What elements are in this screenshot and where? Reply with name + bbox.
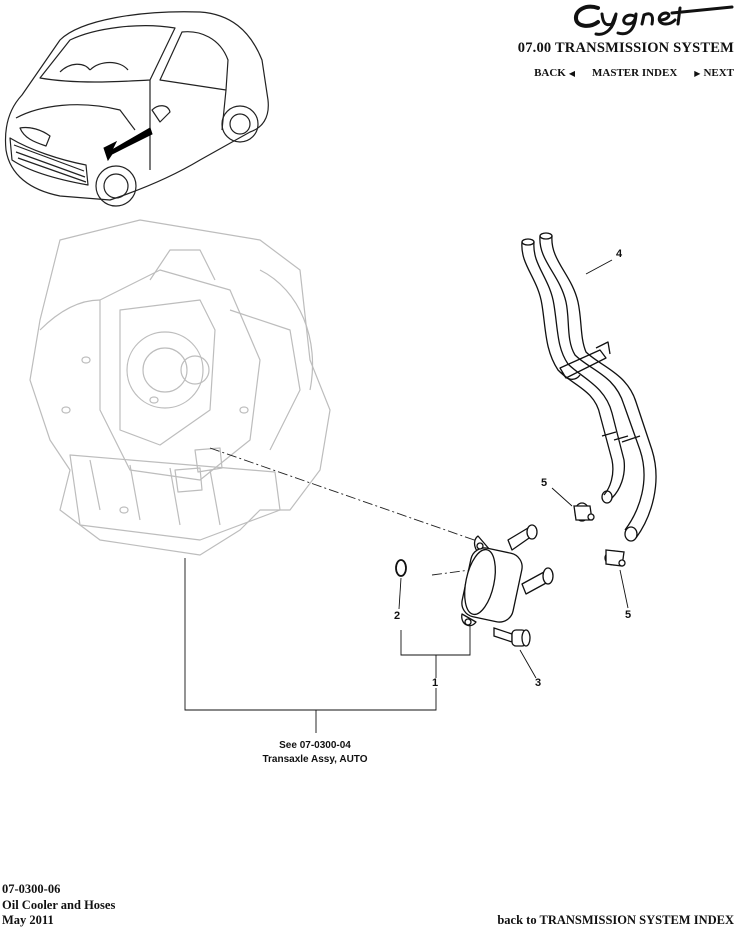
bolt-illustration	[493, 627, 531, 647]
cygnet-logo	[573, 4, 734, 36]
triangle-right-icon: ▶	[694, 69, 701, 78]
oil-cooler-parts-diagram	[29, 219, 657, 733]
callout-5-upper: 5	[541, 477, 548, 489]
reference-line-2: Transaxle Assy, AUTO	[262, 754, 368, 765]
callout-5-lower: 5	[625, 609, 632, 621]
callout-2: 2	[394, 610, 401, 622]
oil-cooler-illustration	[461, 524, 554, 627]
back-label: BACK	[534, 67, 566, 79]
o-ring-illustration	[395, 559, 407, 577]
next-label: NEXT	[703, 67, 734, 79]
master-index-label: MASTER INDEX	[592, 67, 678, 79]
callout-4: 4	[616, 248, 623, 260]
document-date: May 2011	[2, 913, 54, 927]
document-code: 07-0300-06	[2, 882, 61, 896]
document-title: Oil Cooler and Hoses	[2, 897, 116, 912]
oil-cooler-hoses-illustration	[521, 232, 657, 542]
master-index-link[interactable]: MASTER INDEX	[592, 67, 677, 79]
triangle-left-icon: ◀	[568, 69, 576, 78]
navigation-bar: BACK ◀ MASTER INDEX ▶ NEXT	[534, 67, 734, 79]
document-info: 07-0300-06 Oil Cooler and Hoses May 2011	[2, 882, 115, 929]
callout-3: 3	[535, 677, 542, 689]
transaxle-reference-note[interactable]: See 07-0300-04 Transaxle Assy, AUTO	[230, 739, 400, 767]
callout-1: 1	[432, 677, 439, 689]
locator-arrow-icon	[103, 127, 153, 162]
car-locator-illustration	[4, 11, 269, 207]
back-link[interactable]: BACK ◀	[534, 67, 578, 79]
reference-line-1: See 07-0300-04	[279, 740, 351, 751]
transaxle-assembly-illustration	[29, 219, 331, 556]
hose-clip-illustration	[573, 502, 626, 567]
back-to-index-link[interactable]: back to TRANSMISSION SYSTEM INDEX	[497, 913, 734, 927]
section-title: 07.00 TRANSMISSION SYSTEM	[517, 40, 734, 56]
next-link[interactable]: ▶ NEXT	[691, 67, 734, 79]
